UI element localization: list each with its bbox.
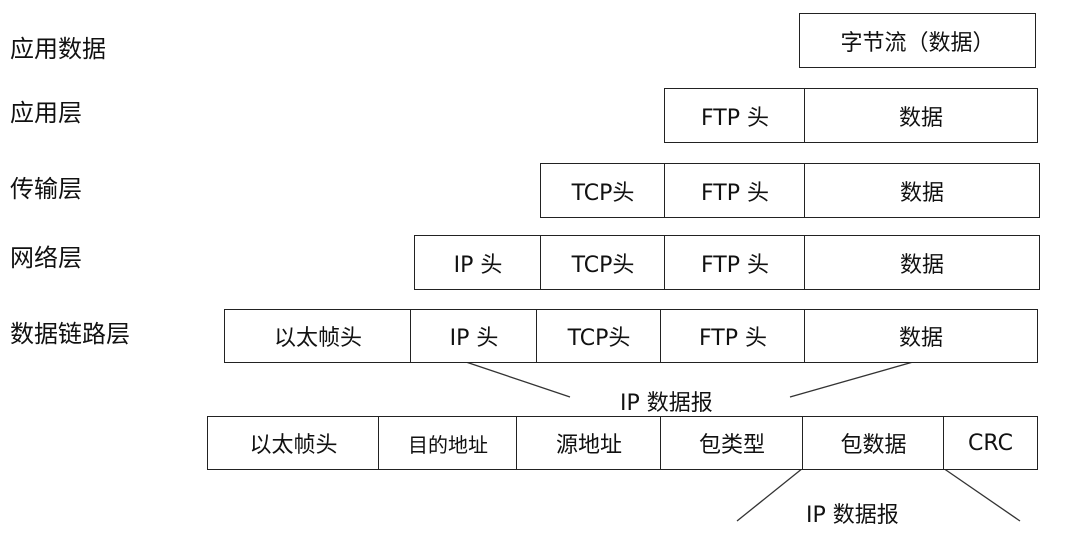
cell-data: 数据 <box>804 88 1038 143</box>
cell-tcp-header: TCP头 <box>540 163 666 218</box>
cell-ethernet-header: 以太帧头 <box>224 309 412 363</box>
cell-tcp-header: TCP头 <box>536 309 662 363</box>
cell-ftp-header: FTP 头 <box>664 235 806 290</box>
cell-ftp-header: FTP 头 <box>664 88 806 143</box>
frame-cell-source-address: 源地址 <box>516 416 662 470</box>
row-label-datalink-layer: 数据链路层 <box>10 320 130 348</box>
upper-bracket-left-line <box>462 360 571 398</box>
cell-ftp-header: FTP 头 <box>664 163 806 218</box>
row-label-app-layer: 应用层 <box>10 99 82 127</box>
lower-bracket-left-line <box>736 467 804 522</box>
frame-cell-ethernet-header: 以太帧头 <box>207 416 380 470</box>
frame-cell-destination-address: 目的地址 <box>378 416 518 470</box>
cell-data: 数据 <box>804 163 1040 218</box>
cell-ip-header: IP 头 <box>410 309 538 363</box>
cell-data: 数据 <box>804 309 1038 363</box>
cell-ip-header: IP 头 <box>414 235 542 290</box>
cell-ftp-header: FTP 头 <box>660 309 806 363</box>
row-label-network-layer: 网络层 <box>10 244 82 272</box>
lower-bracket-right-line <box>942 467 1021 522</box>
upper-bracket-right-line <box>789 361 914 398</box>
row-label-app-data: 应用数据 <box>10 35 106 63</box>
cell-tcp-header: TCP头 <box>540 235 666 290</box>
cell-data: 数据 <box>804 235 1040 290</box>
frame-cell-crc: CRC <box>943 416 1038 470</box>
frame-cell-packet-data: 包数据 <box>802 416 945 470</box>
row-label-transport-layer: 传输层 <box>10 175 82 203</box>
frame-cell-packet-type: 包类型 <box>660 416 804 470</box>
cell-byte-stream: 字节流（数据） <box>799 13 1036 68</box>
caption-ip-datagram-upper: IP 数据报 <box>620 391 713 416</box>
caption-ip-datagram-lower: IP 数据报 <box>806 503 899 528</box>
